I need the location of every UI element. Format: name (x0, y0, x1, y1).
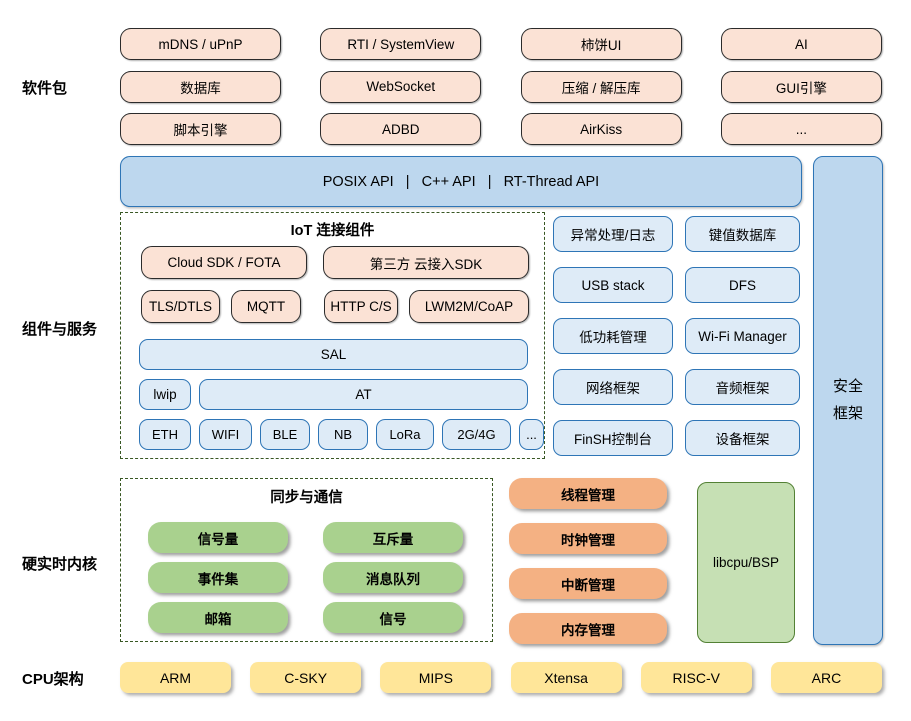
cpu-arch-row: ARM C-SKY MIPS Xtensa RISC-V ARC (120, 662, 882, 693)
link-box: BLE (260, 419, 310, 450)
package-box: ... (720, 113, 882, 145)
sync-group: 同步与通信 信号量 互斥量 事件集 消息队列 邮箱 信号 (120, 478, 493, 642)
lwip-box: lwip (139, 379, 191, 410)
service-box: 键值数据库 (685, 216, 800, 252)
package-box: WebSocket (320, 70, 482, 103)
link-box: NB (318, 419, 368, 450)
sync-group-title: 同步与通信 (270, 490, 343, 506)
services-grid: 异常处理/日志 键值数据库 USB stack DFS 低功耗管理 Wi-Fi … (553, 216, 800, 456)
at-box: AT (199, 379, 528, 410)
service-box: 设备框架 (685, 420, 800, 456)
iot-box: MQTT (231, 290, 301, 323)
label-components-services: 组件与服务 (22, 321, 98, 338)
sync-box: 邮箱 (148, 602, 288, 633)
service-box: Wi-Fi Manager (685, 318, 800, 354)
sal-box: SAL (139, 339, 528, 370)
package-box: RTI / SystemView (320, 28, 482, 60)
package-box: 脚本引擎 (120, 113, 281, 145)
label-kernel: 硬实时内核 (22, 556, 98, 573)
iot-box: HTTP C/S (324, 290, 398, 323)
service-box: FinSH控制台 (553, 420, 673, 456)
cpu-box: C-SKY (250, 662, 362, 693)
package-box: ADBD (320, 113, 482, 145)
sync-box: 信号 (323, 602, 463, 633)
iot-group-title: IoT 连接组件 (290, 223, 375, 239)
service-box: 音频框架 (685, 369, 800, 405)
link-box: ETH (139, 419, 191, 450)
kernel-management-column: 线程管理 时钟管理 中断管理 内存管理 (509, 478, 667, 644)
software-packages-grid: mDNS / uPnP RTI / SystemView 柿饼UI AI 数据库… (120, 28, 882, 145)
cpu-box: RISC-V (640, 662, 752, 693)
sync-box: 消息队列 (323, 562, 463, 593)
iot-box: LWM2M/CoAP (409, 290, 529, 323)
package-box: 压缩 / 解压库 (520, 70, 682, 103)
package-box: GUI引擎 (720, 70, 882, 103)
iot-box: 第三方 云接入SDK (323, 246, 529, 279)
service-box: 网络框架 (553, 369, 673, 405)
link-box: WIFI (199, 419, 252, 450)
mgmt-box: 内存管理 (509, 613, 667, 644)
mgmt-box: 时钟管理 (509, 523, 667, 554)
cpu-box: MIPS (380, 662, 492, 693)
cpu-box: ARM (120, 662, 231, 693)
service-box: 低功耗管理 (553, 318, 673, 354)
link-box: LoRa (376, 419, 434, 450)
api-bar: POSIX API | C++ API | RT-Thread API (120, 156, 802, 207)
sync-box: 事件集 (148, 562, 288, 593)
link-box: 2G/4G (442, 419, 511, 450)
sync-box: 互斥量 (323, 522, 463, 553)
cpu-box: Xtensa (510, 662, 622, 693)
mgmt-box: 线程管理 (509, 478, 667, 509)
link-box: ... (519, 419, 544, 450)
sync-box: 信号量 (148, 522, 288, 553)
package-box: 柿饼UI (520, 28, 682, 60)
service-box: USB stack (553, 267, 673, 303)
security-framework-line: 安全 (832, 378, 863, 396)
sync-grid: 信号量 互斥量 事件集 消息队列 邮箱 信号 (148, 522, 463, 633)
cpu-box: ARC (770, 662, 882, 693)
iot-box: Cloud SDK / FOTA (141, 246, 307, 279)
iot-group: IoT 连接组件 Cloud SDK / FOTA 第三方 云接入SDK TLS… (120, 212, 545, 459)
label-software-packages: 软件包 (22, 80, 68, 97)
package-box: mDNS / uPnP (120, 28, 281, 60)
service-box: 异常处理/日志 (553, 216, 673, 252)
iot-box: TLS/DTLS (141, 290, 220, 323)
libcpu-bsp-box: libcpu/BSP (697, 482, 795, 643)
package-box: AirKiss (520, 113, 682, 145)
security-framework-line: 框架 (832, 404, 863, 422)
security-framework-bar: 安全 框架 (813, 156, 883, 645)
mgmt-box: 中断管理 (509, 568, 667, 599)
service-box: DFS (685, 267, 800, 303)
label-cpu-arch: CPU架构 (22, 671, 84, 688)
package-box: AI (720, 28, 882, 60)
package-box: 数据库 (120, 70, 281, 103)
